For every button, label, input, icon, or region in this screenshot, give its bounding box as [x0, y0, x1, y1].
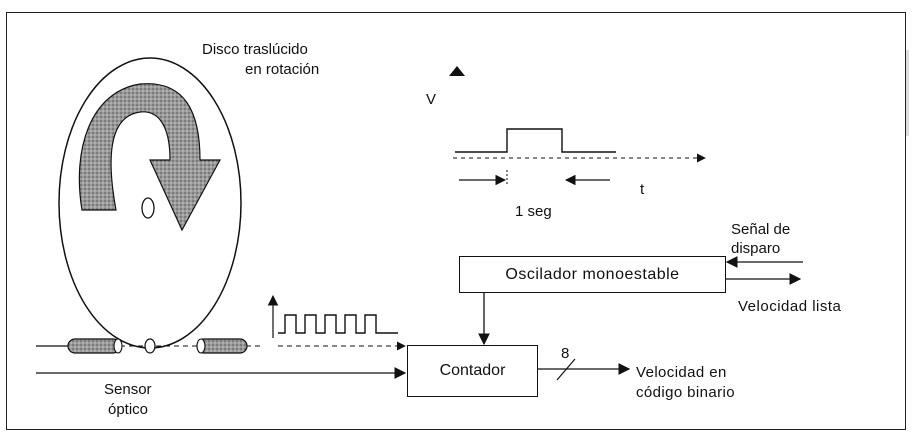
- speed-ready-label: Velocidad lista: [738, 298, 842, 315]
- trigger-label-line1: Señal de: [731, 221, 791, 238]
- pulse-train-signal: [278, 314, 398, 334]
- emitter-left: [67, 338, 123, 354]
- oscillator-box: Oscilador monoestable: [459, 256, 726, 293]
- disk-hole: [141, 197, 155, 219]
- v-axis-arrow-icon: [449, 66, 465, 76]
- output-label-line2: código binario: [636, 384, 735, 401]
- rotation-arrow-icon: [78, 83, 222, 232]
- edge-mark: [906, 50, 909, 136]
- bus-width-label: 8: [561, 345, 570, 362]
- pulse-width-label: 1 seg: [515, 203, 552, 220]
- plot-x-label: t: [640, 181, 645, 198]
- receiver-right: [196, 338, 248, 354]
- counter-box: Contador: [407, 345, 538, 397]
- output-label-line1: Velocidad en: [636, 364, 727, 381]
- disk-title-line1: Disco traslúcido: [202, 41, 308, 58]
- plot-y-label: V: [426, 91, 437, 108]
- trigger-label-line2: disparo: [731, 240, 781, 257]
- sensor-lens: [144, 338, 156, 354]
- disk-title-line2: en rotación: [245, 61, 320, 78]
- sensor-label-line1: Sensor: [104, 381, 152, 398]
- bus-width-slash: [556, 358, 576, 381]
- oscillator-label: Oscilador monoestable: [505, 265, 680, 283]
- sensor-label-line2: óptico: [108, 401, 149, 418]
- counter-label: Contador: [439, 362, 506, 379]
- pulse-1s-signal: [455, 128, 616, 153]
